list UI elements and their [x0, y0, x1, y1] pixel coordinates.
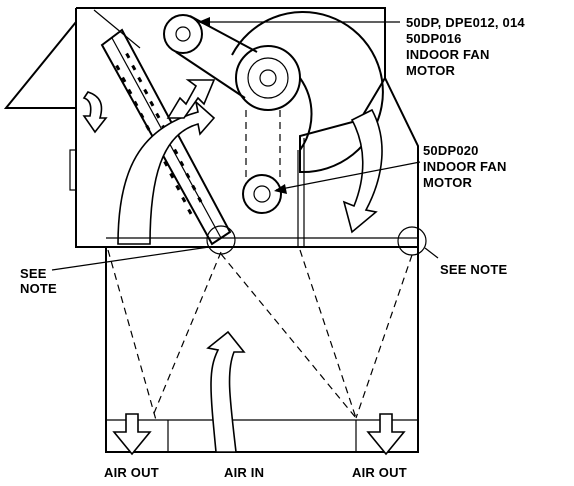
dashed-support-lines: [107, 249, 413, 421]
leader-lower-motor: [274, 161, 421, 194]
see-note-right: SEE NOTE: [440, 262, 507, 277]
note-circle-right: [397, 226, 427, 256]
motor-lower-label-2: INDOOR FAN: [423, 159, 507, 174]
lower-plenum: [105, 247, 419, 453]
see-note-left-2: NOTE: [20, 281, 57, 296]
upper-unit-cabinet: [3, 7, 419, 248]
air-out-right-label: AIR OUT: [352, 465, 407, 480]
leader-upper-motor: [198, 17, 400, 27]
blower-housing: [231, 11, 386, 246]
motor-upper-label-4: MOTOR: [406, 63, 456, 78]
lower-fan-motor: [242, 110, 282, 214]
motor-lower-label-3: MOTOR: [423, 175, 473, 190]
see-note-left-1: SEE: [20, 266, 47, 281]
motor-lower-label-1: 50DP020: [423, 143, 479, 158]
air-in-label: AIR IN: [224, 465, 264, 480]
motor-upper-label-1: 50DP, DPE012, 014: [406, 15, 525, 30]
air-out-arrow-right: [366, 413, 406, 456]
air-out-arrow-left: [112, 413, 152, 456]
motor-upper-label-3: INDOOR FAN: [406, 47, 490, 62]
motor-upper-label-2: 50DP016: [406, 31, 462, 46]
blower-wheel-pulley: [235, 45, 301, 111]
note-circle-left: [206, 225, 236, 255]
airflow-arrows-upper: [82, 79, 383, 245]
leader-see-note-left: [51, 246, 210, 271]
leader-see-note-right: [424, 247, 439, 259]
air-out-left-label: AIR OUT: [104, 465, 159, 480]
air-in-arrow: [206, 330, 246, 453]
